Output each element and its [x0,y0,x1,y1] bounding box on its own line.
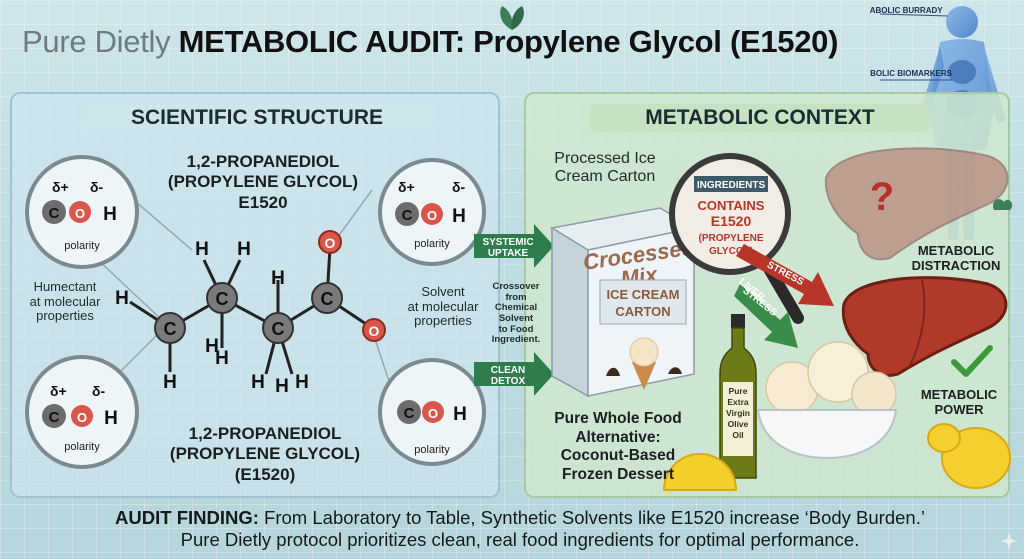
svg-text:O: O [369,323,380,339]
svg-text:C: C [49,205,60,222]
svg-text:DETOX: DETOX [491,376,526,387]
svg-text:CONTAINS: CONTAINS [698,198,765,213]
svg-text:H: H [215,348,229,369]
svg-text:polarity: polarity [414,238,450,250]
ice-cream-carton: Crocessed Mix ICE CREAM CARTON [549,207,697,398]
svg-text:δ+: δ+ [52,179,69,195]
body-label-top: METABOLIC BURRADY [870,6,943,15]
polarity-zoom-top-left: δ+ δ- C O H polarity [25,155,139,269]
stress-arrows: STRESS LIVER STRESS [734,244,834,348]
transfer-arrows: SYSTEMIC UPTAKE CLEAN DETOX [474,224,554,396]
compound-name-top: 1,2-PROPANEDIOL (PROPYLENE GLYCOL) E1520 [167,152,359,212]
svg-text:H: H [452,206,466,227]
svg-text:CARTON: CARTON [615,304,670,319]
svg-text:H: H [103,204,117,225]
svg-text:E1520: E1520 [711,213,752,229]
svg-text:δ-: δ- [452,179,465,195]
magnifier-icon: INGREDIENTS CONTAINS E1520 (PROPYLENE GL… [669,153,804,324]
polarity-zoom-top-right: δ+ δ- C O H polarity [378,158,486,266]
svg-text:H: H [271,268,285,289]
svg-text:Olive: Olive [728,419,749,429]
lemon-right [927,423,1011,489]
svg-text:C: C [402,207,413,224]
coconut-dessert-bowl [756,341,898,460]
humectant-label: Humectant at molecular properties [29,279,101,324]
svg-text:O: O [427,208,437,223]
svg-text:C: C [216,289,229,309]
title-main: METABOLIC AUDIT: Propylene Glycol (E1520… [178,24,839,59]
carbon-atoms: C C C C [154,282,343,344]
systemic-uptake-arrow [474,224,554,268]
svg-text:C: C [321,289,334,309]
svg-text:δ+: δ+ [50,383,67,399]
svg-text:(PROPYLENE: (PROPYLENE [698,233,763,244]
svg-text:δ-: δ- [90,179,103,195]
svg-text:H: H [195,239,209,260]
metabolic-context-heading: METABOLIC CONTEXT [590,104,930,132]
svg-text:H: H [251,372,265,393]
metabolic-distraction-liver: ? [824,147,1013,261]
svg-text:H: H [115,288,129,309]
svg-text:C: C [272,319,285,339]
svg-text:H: H [104,408,118,429]
svg-text:CLEAN: CLEAN [491,365,525,376]
svg-text:GLYCOL): GLYCOL) [709,246,753,257]
svg-text:H: H [237,239,251,260]
svg-text:δ-: δ- [92,383,105,399]
audit-finding-line-2: Pure Dietly protocol prioritizes clean, … [180,528,860,550]
clean-detox-arrow [474,352,554,396]
metabolic-power-label: METABOLIC POWER [920,387,998,417]
solvent-label: Solvent at molecular properties [407,284,479,329]
svg-text:Pure: Pure [729,386,748,396]
svg-text:polarity: polarity [414,444,450,456]
svg-text:O: O [75,206,85,221]
sparkle-icon [1001,533,1017,549]
brand-name: Pure Dietly [22,24,171,59]
audit-finding-line-1: AUDIT FINDING: From Laboratory to Table,… [115,507,925,528]
lemon-slice-left [662,453,738,491]
svg-text:ICE CREAM: ICE CREAM [607,287,680,302]
olive-oil-bottle: Pure Extra Virgin Olive Oil [719,314,757,479]
svg-text:H: H [295,372,309,393]
svg-text:C: C [164,319,177,339]
svg-text:H: H [205,336,219,357]
hydrogen-atoms: H H H H H H H H H H [115,239,309,397]
scientific-structure-heading: SCIENTIFIC STRUCTURE [82,104,432,132]
compound-name-bottom: 1,2-PROPANEDIOL (PROPYLENE GLYCOL) (E152… [169,424,361,484]
healthy-liver [841,276,1008,377]
svg-text:polarity: polarity [64,441,100,453]
metabolic-distraction-label: METABOLIC DISTRACTION [911,243,1001,273]
svg-text:C: C [49,409,60,426]
polarity-zoom-bottom-right: C O H polarity [378,358,486,466]
molecule-diagram: C C C C O O H H H H H H H H H H δ+ δ- C … [25,155,486,469]
svg-text:O: O [325,235,336,251]
carton-title: Processed Ice Cream Carton [554,150,656,186]
page-title: Pure Dietly METABOLIC AUDIT: Propylene G… [22,24,838,60]
svg-text:H: H [453,404,467,425]
svg-text:C: C [404,405,415,422]
svg-text:INGREDIENTS: INGREDIENTS [697,180,766,191]
svg-text:O: O [77,410,87,425]
svg-text:Oil: Oil [732,430,743,440]
svg-text:SYSTEMIC: SYSTEMIC [482,237,533,248]
oxygen-atoms: O O [318,230,386,342]
polarity-zoom-bottom-left: δ+ δ- C O H polarity [25,355,139,469]
audit-finding-footer: AUDIT FINDING: From Laboratory to Table,… [30,507,1010,550]
question-mark-icon: ? [870,175,894,219]
svg-text:H: H [275,376,289,397]
alternative-label: Pure Whole Food Alternative: Coconut-Bas… [554,410,682,483]
leaf-icon [500,6,524,30]
svg-text:H: H [163,372,177,393]
crossover-note: Crossover from Chemical Solvent to Food … [491,281,541,346]
svg-text:δ+: δ+ [398,179,415,195]
svg-text:O: O [428,406,438,421]
svg-text:Extra: Extra [727,397,749,407]
checkmark-icon [951,345,993,377]
svg-text:Virgin: Virgin [726,408,750,418]
body-label-mid: METABOLIC BIOMARKERS [870,69,953,78]
svg-text:polarity: polarity [64,240,100,252]
svg-text:UPTAKE: UPTAKE [488,248,529,259]
